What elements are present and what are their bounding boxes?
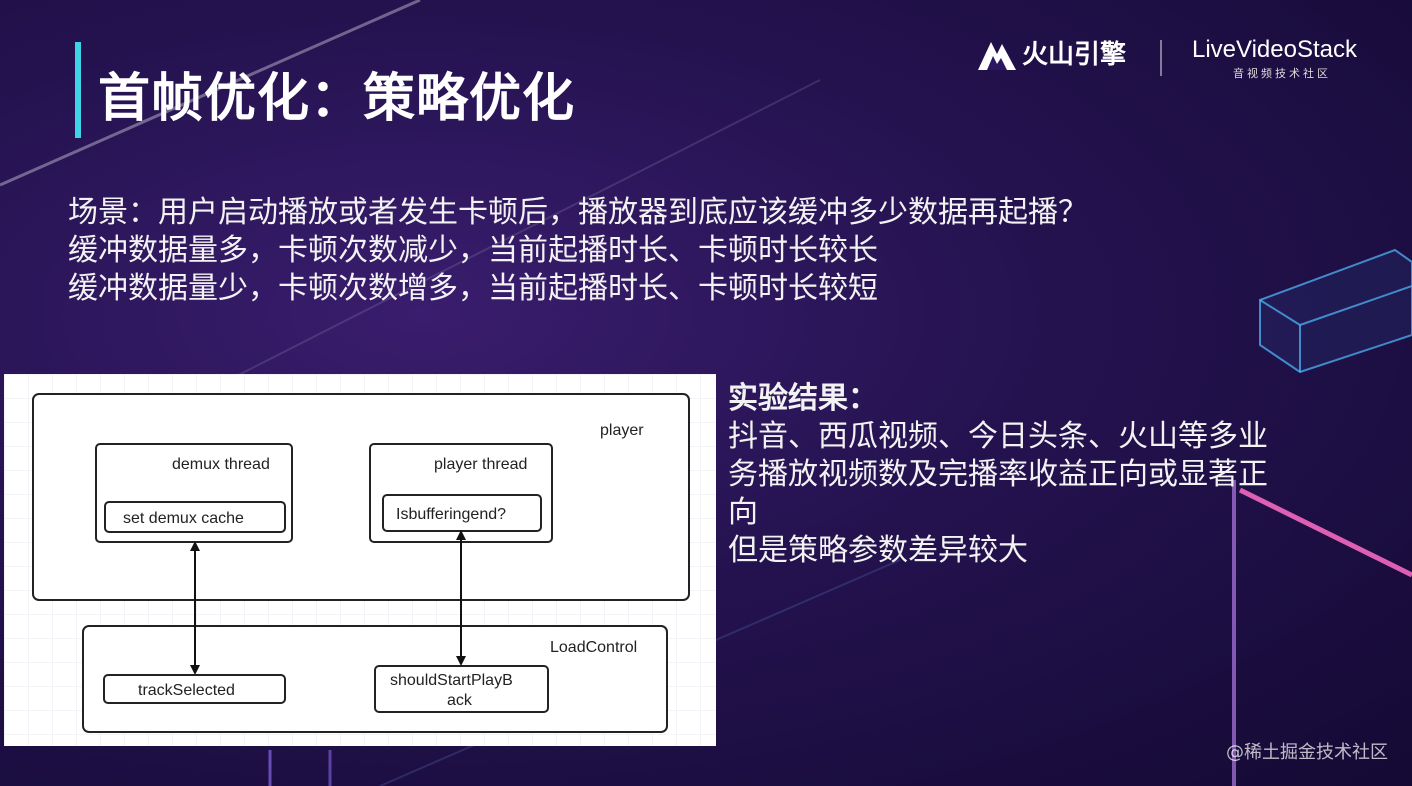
livevideostack-logo-text: LiveVideoStack: [1192, 36, 1357, 63]
isbufferingend-label: Isbufferingend?: [396, 506, 506, 523]
results-line: 向: [728, 495, 758, 530]
scenario-line: 场景：用户启动播放或者发生卡顿后，播放器到底应该缓冲多少数据再起播？: [68, 195, 1088, 230]
diagram-canvas: player demux thread set demux cache play…: [4, 374, 716, 746]
livevideostack-logo-subtitle: 音视频技术社区: [1233, 67, 1331, 80]
volcengine-logo-text: 火山引擎: [1022, 40, 1127, 70]
scenario-text: 场景：用户启动播放或者发生卡顿后，播放器到底应该缓冲多少数据再起播？ 缓冲数据量…: [68, 194, 1088, 308]
title-accent-bar: [75, 42, 81, 138]
should-start-playback-label-line1: shouldStartPlayB: [390, 672, 513, 689]
volcano-mountain-icon: [978, 41, 1016, 70]
scenario-line: 缓冲数据量多，卡顿次数减少，当前起播时长、卡顿时长较长: [68, 233, 878, 268]
track-selected-label: trackSelected: [138, 682, 235, 699]
results-line: 但是策略参数差异较大: [728, 533, 1028, 568]
results-text: 实验结果： 抖音、西瓜视频、今日头条、火山等多业 务播放视频数及完播率收益正向或…: [728, 380, 1328, 570]
loadcontrol-label: LoadControl: [550, 639, 637, 656]
demux-thread-label: demux thread: [172, 456, 270, 473]
player-thread-label: player thread: [434, 456, 527, 473]
should-start-playback-label-line2: ack: [447, 692, 473, 709]
results-line: 抖音、西瓜视频、今日头条、火山等多业: [728, 419, 1268, 454]
set-demux-cache-label: set demux cache: [123, 510, 244, 527]
results-heading: 实验结果：: [728, 381, 878, 416]
set-demux-cache-box: [104, 501, 286, 533]
livevideostack-logo: LiveVideoStack 音视频技术社区: [1192, 36, 1372, 81]
results-line: 务播放视频数及完播率收益正向或显著正: [728, 457, 1268, 492]
player-label: player: [600, 422, 644, 439]
watermark: @稀土掘金技术社区: [1226, 742, 1388, 763]
track-selected-box: [103, 674, 286, 704]
slide-title: 首帧优化：策略优化: [98, 69, 576, 129]
volcengine-logo: 火山引擎: [978, 34, 1126, 71]
architecture-diagram: player demux thread set demux cache play…: [4, 374, 716, 746]
should-start-playback-box: [374, 665, 549, 713]
scenario-line: 缓冲数据量少，卡顿次数增多，当前起播时长、卡顿时长较短: [68, 271, 878, 306]
logo-separator: [1160, 40, 1162, 76]
